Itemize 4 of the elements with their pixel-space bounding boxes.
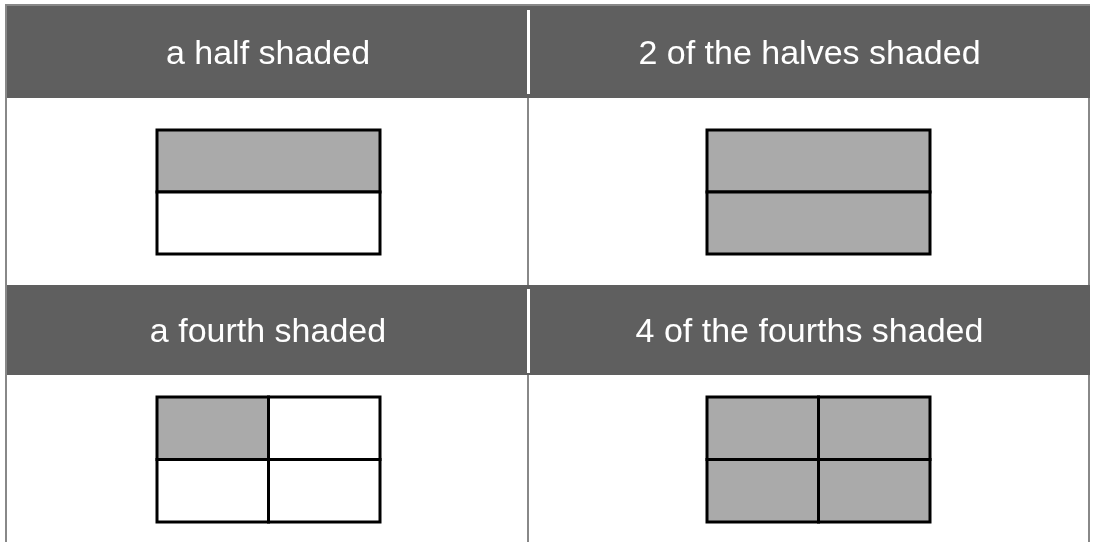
header-cell: 2 of the halves shaded — [529, 6, 1090, 98]
header-cell: a half shaded — [7, 6, 529, 98]
header-cell: a fourth shaded — [7, 285, 529, 375]
header-cell: 4 of the fourths shaded — [529, 285, 1090, 375]
